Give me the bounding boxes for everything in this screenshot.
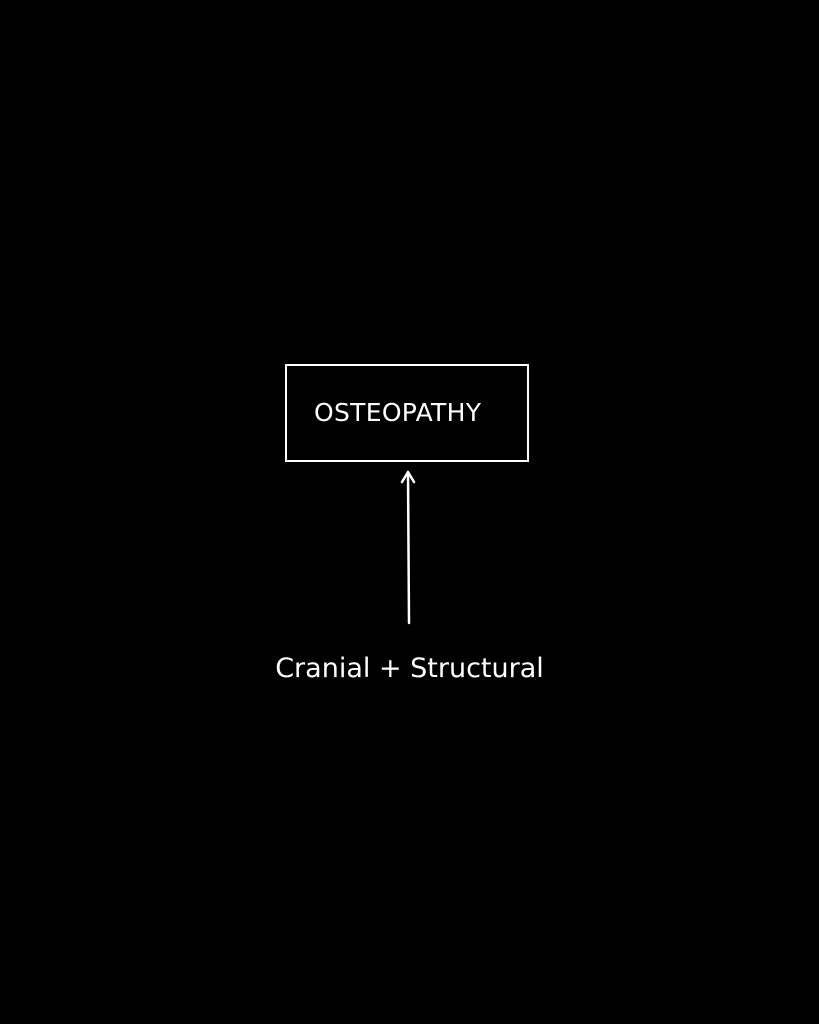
osteopathy-node-label: OSTEOPATHY xyxy=(314,398,482,427)
arrow-shaft xyxy=(406,472,411,625)
source-label: Cranial + Structural xyxy=(275,653,544,684)
osteopathy-node: OSTEOPATHY xyxy=(285,364,529,462)
arrowhead-icon xyxy=(400,470,416,484)
